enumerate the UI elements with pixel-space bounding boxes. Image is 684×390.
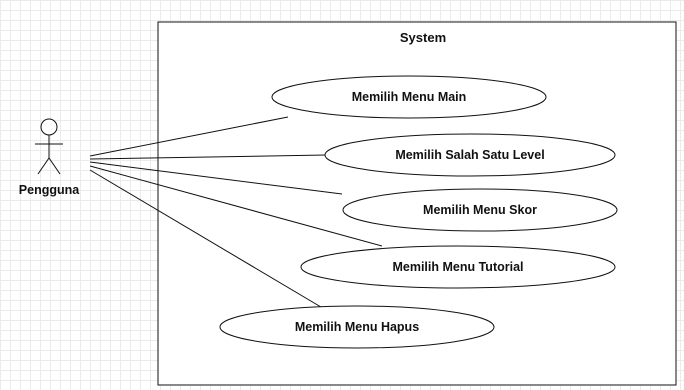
actor-pengguna: Pengguna <box>19 118 80 197</box>
actor-stick-figure-icon <box>35 118 63 175</box>
use-case-salah-satu-level: Memilih Salah Satu Level <box>324 133 616 177</box>
use-case-ellipse <box>271 75 547 119</box>
association-line-main <box>89 116 289 157</box>
use-case-label: Memilih Menu Main <box>352 90 467 104</box>
use-case-menu-tutorial: Memilih Menu Tutorial <box>300 245 616 289</box>
association-line-skor <box>89 161 343 195</box>
use-case-label: Memilih Salah Satu Level <box>395 148 544 162</box>
association-line-hapus <box>89 169 327 311</box>
use-case-ellipse <box>300 245 616 289</box>
use-case-label: Memilih Menu Tutorial <box>392 260 523 274</box>
association-line-level <box>89 154 327 160</box>
use-case-ellipse <box>324 133 616 177</box>
use-case-label: Memilih Menu Skor <box>423 203 537 217</box>
use-case-menu-main: Memilih Menu Main <box>271 75 547 119</box>
use-case-menu-skor: Memilih Menu Skor <box>342 188 618 232</box>
use-case-ellipse <box>219 305 495 349</box>
actor-name: Pengguna <box>19 183 80 197</box>
use-case-label: Memilih Menu Hapus <box>295 320 419 334</box>
system-title: System <box>400 30 446 45</box>
associations <box>89 116 383 311</box>
use-case-ellipse <box>342 188 618 232</box>
association-line-tutorial <box>89 165 383 247</box>
use-case-menu-hapus: Memilih Menu Hapus <box>219 305 495 349</box>
